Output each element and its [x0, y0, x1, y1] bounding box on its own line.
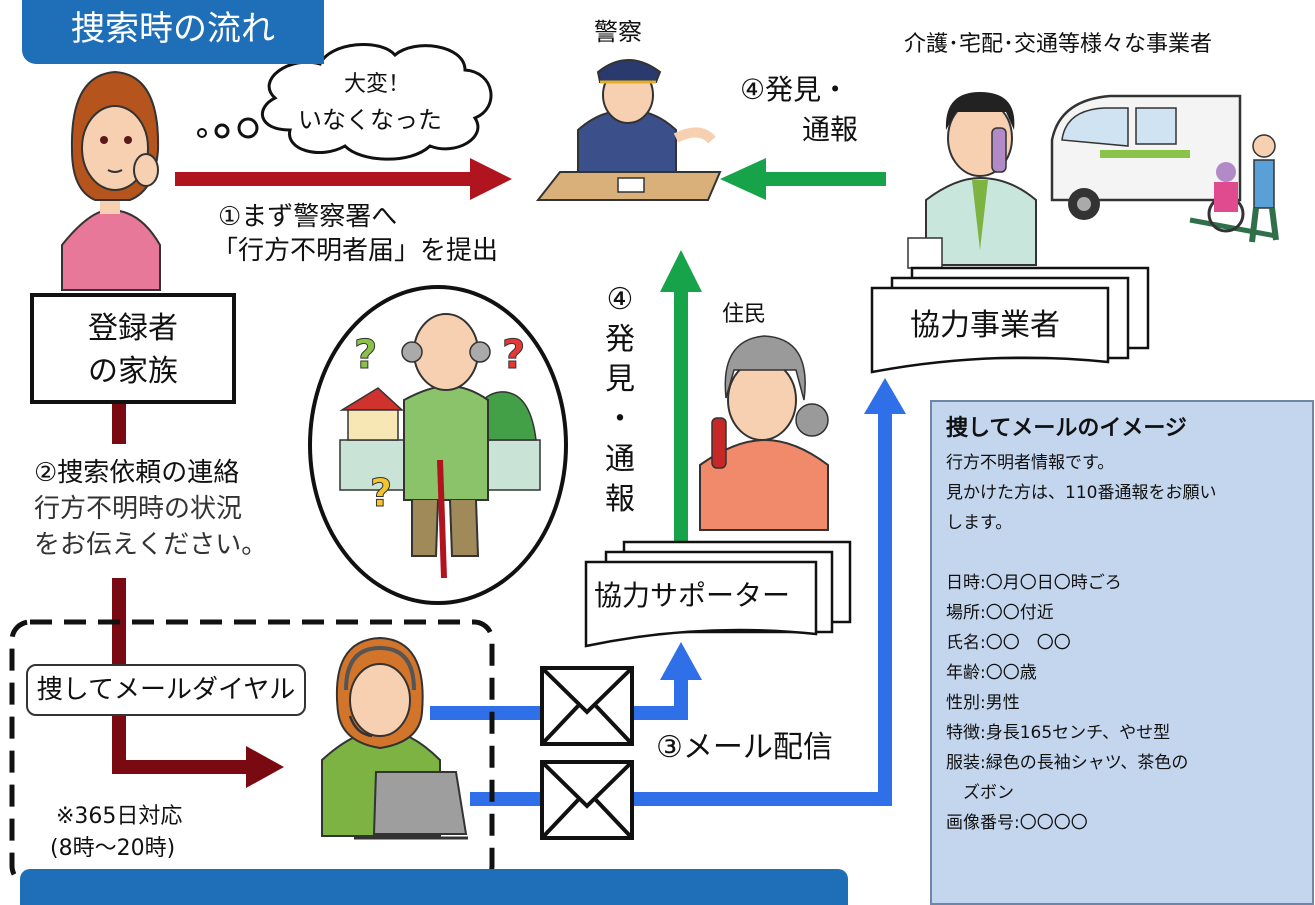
arrow-mail-to-supporters: [430, 642, 702, 720]
dial-note-hours: (8時～20時): [50, 836, 176, 861]
step1-line1: ①まず警察署へ: [218, 202, 398, 232]
envelope-icon: [540, 666, 634, 746]
supporters-label: 協力サポーター: [594, 579, 791, 612]
step2-heading: ②捜索依頼の連絡: [34, 458, 240, 488]
dial-label: 捜してメールダイヤル: [26, 664, 306, 716]
step4-vertical-char: ④: [606, 282, 634, 317]
police-label: 警察: [594, 18, 642, 46]
step4-vertical-char: 見: [605, 362, 635, 397]
mail-line: 特徴:身長165センチ、やせ型: [946, 723, 1171, 743]
svg-text:?: ?: [354, 332, 377, 378]
supporters-card: [584, 540, 852, 648]
envelope-icon: [540, 760, 634, 840]
svg-text:?: ?: [502, 332, 525, 378]
step1-line2: 「行方不明者届」を提出: [212, 236, 499, 266]
dial-note-365: ※365日対応: [56, 804, 183, 829]
dial-service-region: [9, 619, 495, 887]
step4-right-line1: ④発見・: [740, 73, 850, 106]
arrow-to-police: [175, 158, 512, 200]
arrow-mail-to-businesses: [470, 378, 906, 806]
page-title: 捜索時の流れ: [22, 0, 324, 64]
thought-bubble: [197, 42, 493, 161]
next-section-bar: [20, 869, 848, 905]
mail-line: 日時:〇月〇日〇時ごろ: [946, 573, 1122, 593]
mail-line: します。: [946, 513, 1013, 533]
step4-vertical-label: ④ 発 見 ・ 通 報: [600, 280, 640, 520]
police-officer-illustration: [535, 59, 722, 201]
registered-family-box: 登録者 の家族: [30, 293, 236, 404]
mail-line: 服装:緑色の長袖シャツ、茶色の: [946, 753, 1189, 773]
resident-label: 住民: [722, 302, 767, 327]
arrow-business-to-police: [720, 158, 886, 200]
step4-vertical-char: 報: [605, 482, 635, 517]
step4-right-line2: 通報: [802, 113, 859, 146]
partner-businesses-card: [870, 266, 1150, 374]
arrow-supporters-to-police: [660, 250, 702, 542]
partner-businesses-label: 協力事業者: [910, 308, 1060, 343]
mail-image-panel: 捜してメールのイメージ 行方不明者情報です。 見かけた方は、110番通報をお願い…: [930, 400, 1314, 905]
van-illustration: [1050, 94, 1279, 243]
step2-line1: 行方不明時の状況: [34, 494, 243, 524]
mail-line: 性別:男性: [946, 693, 1020, 713]
lost-elderly-man-illustration: ? ? ?: [308, 285, 568, 605]
mail-line: 氏名:〇〇 〇〇: [946, 633, 1071, 653]
mail-line: 年齢:〇〇歳: [946, 663, 1037, 683]
family-box-line2: の家族: [88, 354, 178, 389]
step4-vertical-char: 発: [605, 322, 635, 357]
resident-woman-illustration: [699, 335, 829, 531]
step4-vertical-char: 通: [605, 442, 635, 477]
businesses-label: 介護･宅配･交通等様々な事業者: [904, 32, 1213, 57]
mail-line: 行方不明者情報です。: [946, 453, 1115, 473]
mail-image-heading: 捜してメールのイメージ: [946, 416, 1187, 441]
svg-text:?: ?: [370, 471, 392, 515]
family-box-line1: 登録者: [88, 311, 178, 346]
step4-vertical-char: ・: [605, 402, 635, 437]
mail-line: 場所:〇〇付近: [946, 603, 1054, 623]
dial-operator-illustration: [321, 636, 468, 840]
mail-line: [946, 538, 1298, 568]
business-man-illustration: [907, 92, 1037, 269]
bubble-text-line1: 大変！: [344, 72, 411, 97]
step3-label: ③メール配信: [656, 730, 833, 765]
bubble-text-line2: いなくなった: [298, 106, 442, 134]
family-woman-illustration: [61, 70, 161, 291]
mail-line: ズボン: [946, 783, 1014, 803]
mail-line: 見かけた方は、110番通報をお願い: [946, 483, 1217, 503]
step2-line2: をお伝えください。: [34, 530, 268, 560]
mail-line: 画像番号:〇〇〇〇: [946, 813, 1088, 833]
